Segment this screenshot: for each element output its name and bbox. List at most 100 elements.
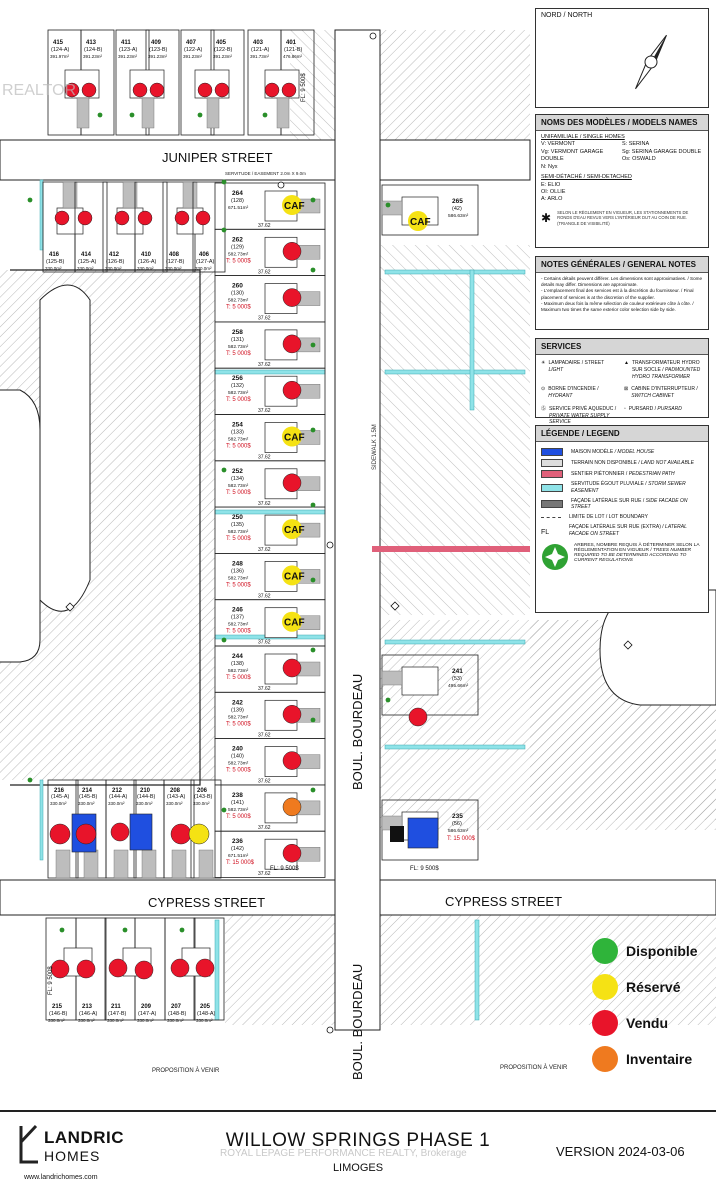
- lot-status-sold[interactable]: [77, 210, 93, 226]
- model-name: A: ARLO: [541, 196, 563, 203]
- bourdeau-label-upper: BOUL. BOURDEAU: [350, 674, 365, 790]
- lot-depth: 37.62: [258, 871, 271, 877]
- service-label: BORNE D'INCENDIE /: [548, 386, 599, 393]
- lot-area: 582.73m²: [228, 668, 249, 674]
- lot-status-sold[interactable]: [170, 823, 192, 845]
- lot-status-sold[interactable]: [282, 658, 302, 678]
- tree-icon: [27, 197, 33, 203]
- lot-status-reserved[interactable]: [282, 519, 302, 540]
- lot-status-reserved[interactable]: [282, 426, 302, 447]
- website-link[interactable]: www.landrichomes.com: [24, 1174, 98, 1181]
- models-panel: NOMS DES MODÈLES / MODELS NAMES UNIFAMIL…: [535, 114, 709, 248]
- lot-area: 582.73m²: [228, 761, 249, 767]
- lot-status-sold[interactable]: [149, 82, 165, 98]
- lot-id: (125-B): [46, 259, 65, 265]
- lot-id: (122-B): [214, 47, 233, 53]
- lot-status-reserved[interactable]: [282, 611, 302, 632]
- lot-area: 391.23m²: [118, 54, 138, 59]
- lot-status-sold[interactable]: [282, 288, 302, 307]
- lot-status-sold[interactable]: [264, 82, 280, 98]
- lot-status-sold[interactable]: [50, 959, 70, 979]
- lot-status-sold[interactable]: [282, 242, 302, 261]
- lot-status-reserved[interactable]: [408, 211, 428, 231]
- driveway: [55, 849, 71, 879]
- lot-area: 391.73m²: [250, 54, 270, 59]
- lot-status-sold[interactable]: [49, 823, 71, 845]
- lot-status-sold[interactable]: [195, 958, 215, 978]
- tree-icon: [221, 467, 227, 473]
- lot-area: 330.0m²: [193, 801, 210, 806]
- lot-boundary: [214, 830, 326, 878]
- lot-area: 582.73m²: [228, 807, 249, 813]
- driveway: [297, 476, 321, 491]
- lot-status-sold[interactable]: [174, 210, 190, 226]
- service-label: CABINE D'INTERRUPTEUR /: [631, 386, 698, 393]
- lot-number: 264: [232, 190, 243, 197]
- compass-panel: NORD / NORTH: [535, 8, 709, 108]
- lot-id: (147-A): [138, 1011, 157, 1017]
- lot-status-sold[interactable]: [54, 210, 70, 226]
- lot-status-reserved[interactable]: [282, 565, 302, 586]
- lot-status-sold[interactable]: [282, 380, 302, 400]
- lot-status-sold[interactable]: [282, 705, 302, 724]
- lot-status-sold[interactable]: [282, 751, 302, 770]
- lot-number: 416: [49, 252, 60, 258]
- pursard-icon: ▫: [624, 405, 626, 412]
- lot-price: T: 5 000$: [226, 629, 251, 635]
- lot-status-sold[interactable]: [110, 822, 130, 842]
- service-label-en: PADMOUNTED HYDRO TRANSFORMER: [631, 366, 701, 380]
- lot-status-sold[interactable]: [114, 210, 130, 226]
- lot-number: 415: [53, 40, 64, 46]
- lot-status-sold[interactable]: [137, 210, 153, 226]
- lot-number: 211: [111, 1004, 121, 1010]
- lot-area: 330.0m²: [136, 801, 153, 806]
- lot-status-sold[interactable]: [75, 823, 97, 845]
- lot-status-sold[interactable]: [197, 82, 213, 98]
- lot-id: (126-B): [106, 259, 125, 265]
- lot-status-reserved[interactable]: [282, 195, 302, 215]
- lot-area: 330.0m²: [195, 266, 212, 271]
- lot-status-sold[interactable]: [282, 843, 302, 863]
- model-house[interactable]: [129, 813, 153, 851]
- lot-status-sold[interactable]: [170, 958, 190, 978]
- lot-price: T: 5 000$: [226, 814, 251, 820]
- brand-name: LANDRIC: [44, 1128, 124, 1147]
- lot-depth: 37.62: [258, 732, 271, 738]
- lot-status-sold[interactable]: [76, 959, 96, 979]
- lot-status-sold[interactable]: [132, 82, 148, 98]
- note-line: - Maximum deux fois la même sélection de…: [541, 300, 694, 312]
- lot-area: 330.0m²: [105, 266, 122, 271]
- model-house[interactable]: [407, 817, 439, 849]
- lot-status-sold[interactable]: [282, 473, 302, 493]
- lot-status-inventory[interactable]: [282, 797, 302, 817]
- lot-status-sold[interactable]: [408, 707, 428, 727]
- lot-area: 582.73m²: [228, 714, 249, 720]
- lot-status-sold[interactable]: [108, 958, 128, 978]
- lot-depth: 37.62: [258, 362, 271, 368]
- driveway: [297, 291, 321, 306]
- lot-number: 407: [186, 40, 197, 46]
- driveway: [297, 708, 321, 723]
- services-title: SERVICES: [536, 339, 708, 355]
- lot-number: 403: [253, 40, 264, 46]
- legend-row: SERVITUDE ÉGOUT PLUVIALE / STORM SEWER E…: [541, 481, 703, 495]
- lot-area: 582.73m²: [228, 483, 249, 489]
- driveway: [171, 849, 187, 879]
- driveway: [62, 181, 78, 209]
- driveway: [206, 97, 220, 129]
- tree-icon: [310, 342, 316, 348]
- status-label: Disponible: [626, 943, 698, 959]
- lot-status-sold[interactable]: [64, 82, 80, 98]
- lot-status-sold[interactable]: [282, 334, 302, 354]
- lot-status-sold[interactable]: [281, 82, 297, 98]
- tree-icon: [179, 927, 185, 933]
- future-proposal-right: PROPOSITION À VENIR: [500, 1064, 568, 1071]
- lot-status-sold[interactable]: [195, 210, 211, 226]
- lot-status-reserved[interactable]: [188, 823, 210, 845]
- lot-status-sold[interactable]: [134, 960, 154, 980]
- lot-number: 208: [170, 788, 181, 794]
- legend-swatch: FL: [541, 527, 561, 536]
- lot-status-sold[interactable]: [81, 82, 97, 98]
- lot-status-sold[interactable]: [214, 82, 230, 98]
- service-label: PURSARD /: [628, 405, 657, 412]
